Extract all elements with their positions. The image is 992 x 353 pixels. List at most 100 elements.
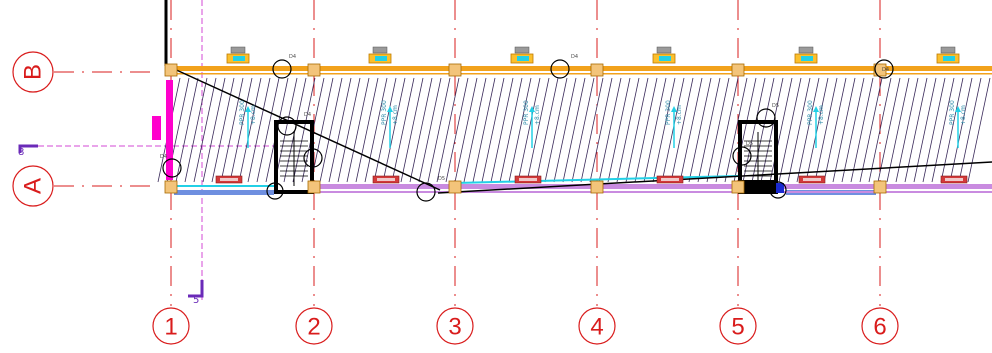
sleeve-circle-11: [874, 59, 894, 79]
row-bubble-a: [12, 165, 54, 207]
hatch-line: [562, 77, 586, 183]
hatch-line: [967, 77, 991, 183]
hatch-line: [886, 77, 910, 183]
hatch-line: [931, 77, 955, 183]
top-fixture-cap-4: [656, 46, 672, 54]
hatch-line: [202, 77, 226, 183]
hatch-line: [211, 77, 235, 183]
top-fixture-cap-5: [798, 46, 814, 54]
pipe-label-5: PPR 300: [807, 100, 814, 125]
node-bottom-5: [731, 180, 745, 194]
hatch-line: [841, 77, 865, 183]
sleeve-circle-8: [732, 146, 752, 166]
hatch-line: [328, 77, 352, 183]
hatch-line: [589, 77, 613, 183]
beam-row-b-inner: [166, 73, 992, 75]
section-mark-5: 5: [193, 295, 199, 306]
pipe-sublabel-5: +8.cm: [818, 105, 825, 125]
node-bottom-4: [590, 180, 604, 194]
row-label-a: A: [20, 178, 47, 194]
beam-col-1-tab: [152, 116, 161, 140]
pipe-label-1: PPR 300: [239, 100, 246, 125]
section-flag-8: [18, 144, 38, 153]
node-tag-3: D4: [160, 154, 167, 160]
hatch-line: [751, 77, 775, 183]
hatch-line: [238, 77, 262, 183]
hatch-line: [715, 77, 739, 183]
hatch-line: [922, 77, 946, 183]
hatch-line: [625, 77, 649, 183]
hatch-line: [877, 77, 901, 183]
hatch-line: [463, 77, 487, 183]
beam-row-b: [166, 66, 992, 71]
hatch-line: [742, 77, 766, 183]
hatch-line: [184, 77, 208, 183]
column-bubble-2: [295, 307, 333, 345]
hatch-line: [778, 77, 802, 183]
bottom-fixture-inner-6: [945, 178, 963, 181]
node-top-6: [873, 63, 887, 77]
hatch-line: [787, 77, 811, 183]
top-fixture-inner-5: [801, 56, 813, 61]
hatch-line: [571, 77, 595, 183]
top-fixture-cap-2: [372, 46, 388, 54]
hatch-line: [832, 77, 856, 183]
pipe-sublabel-2: +8.cm: [392, 105, 399, 125]
column-bubble-6: [861, 307, 899, 345]
pipe-label-2: PPR 300: [381, 100, 388, 125]
sleeve-circle-9: [266, 182, 284, 200]
hatch-line: [472, 77, 496, 183]
column-bubble-4: [578, 307, 616, 345]
stair-core-2-frame: [274, 120, 314, 194]
hatch-line: [760, 77, 784, 183]
hatch-line: [310, 77, 334, 183]
hatch-line: [526, 77, 550, 183]
grid-labels: B A 1 2 3 4 5 6 8 5 PPR 300 PPR 300 PPR …: [12, 51, 967, 345]
beam-row-a: [316, 184, 992, 189]
diagonal-line-2: [437, 161, 992, 194]
sleeve-circle-1: [272, 59, 292, 79]
hatch-line: [598, 77, 622, 183]
hatch-line: [373, 77, 397, 183]
hatch-line: [499, 77, 523, 183]
stair-core-5-base: [738, 180, 778, 192]
top-fixture-inner-1: [233, 56, 245, 61]
section-flag-5: [188, 280, 204, 298]
top-fixture-cap-6: [940, 46, 956, 54]
column-label-1: 1: [164, 314, 177, 341]
hatch-line: [652, 77, 676, 183]
hatch-line: [355, 77, 379, 183]
sleeve-circle-3: [162, 158, 182, 178]
hatch-line: [247, 77, 271, 183]
node-tag-4: D4: [304, 112, 311, 118]
sleeve-circle-4: [277, 116, 297, 136]
hatch-line: [418, 77, 442, 183]
hatch-line: [580, 77, 604, 183]
pipe-sublabel-6: +8.cm: [960, 105, 967, 125]
hatch-line: [220, 77, 244, 183]
hatch-line: [706, 77, 730, 183]
hatch-line: [436, 77, 460, 183]
bottom-fixture-inner-5: [803, 178, 821, 181]
pipe-label-6: PPR 300: [949, 100, 956, 125]
pipe-sublabel-1: +8.cm: [250, 105, 257, 125]
hatch-line: [913, 77, 937, 183]
node-top-1: [164, 63, 178, 77]
hatch-line: [958, 77, 982, 183]
bottom-fixture-inner-4: [661, 178, 679, 181]
hatch-line: [688, 77, 712, 183]
hatch-line: [337, 77, 361, 183]
node-bottom-3: [448, 180, 462, 194]
sleeve-circle-10: [769, 181, 787, 199]
hatch-line: [859, 77, 883, 183]
flow-arrowhead-5: [813, 106, 819, 112]
top-fixture-inner-4: [659, 56, 671, 61]
hatch-line: [769, 77, 793, 183]
row-bubble-b: [12, 51, 54, 93]
node-tag-5: D5: [772, 103, 779, 109]
hatch-line: [679, 77, 703, 183]
pipe-label-3: PPR 300: [523, 100, 530, 125]
hatch-line: [445, 77, 469, 183]
node-tag-6: D5: [438, 176, 445, 182]
